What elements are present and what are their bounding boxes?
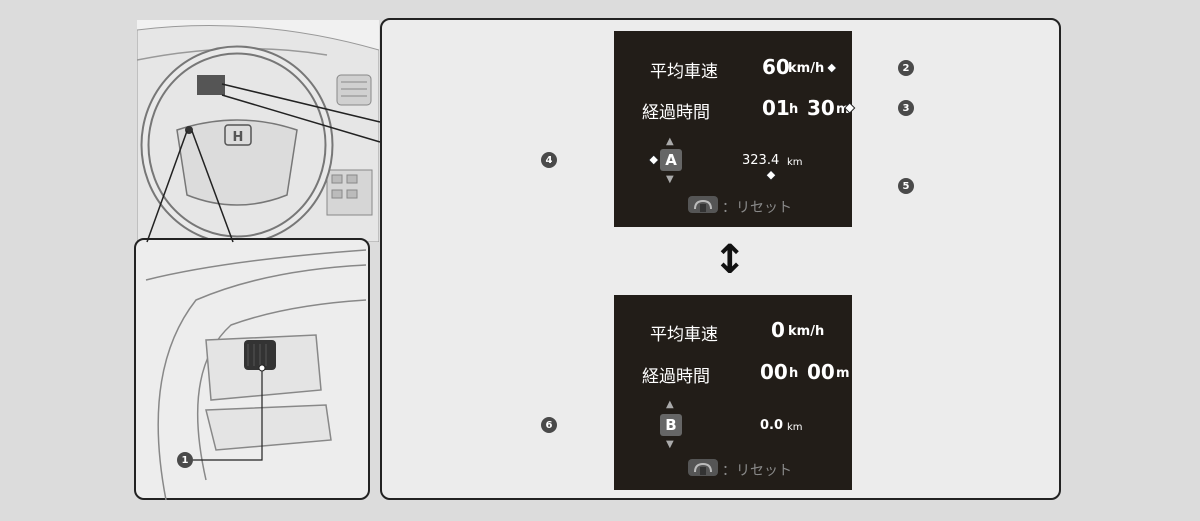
distance-value: 323.4: [742, 153, 780, 168]
avg-speed-label: 平均車速: [650, 62, 718, 82]
reset-label: ：リセット: [722, 463, 792, 479]
trip-down-arrow-icon: ▼: [666, 174, 674, 185]
svg-text:H: H: [233, 130, 244, 145]
avg-speed-value: 60: [762, 55, 790, 79]
callout-1: 1: [177, 452, 193, 468]
callout-5: 5: [898, 178, 914, 194]
trip-screen-bottom: 平均車速 0 km/h 経過時間 00 h 00 m ▲ B ▼ 0.0 km …: [614, 295, 852, 490]
minutes-unit: m: [836, 102, 850, 117]
avg-speed-label: 平均車速: [650, 325, 718, 345]
distance-unit: km: [787, 422, 803, 433]
trip-down-arrow-icon: ▼: [666, 439, 674, 450]
callout-6: 6: [541, 417, 557, 433]
switch-detail-drawing: [145, 249, 367, 501]
hours-unit: h: [789, 102, 799, 117]
reset-label: ：リセット: [722, 200, 792, 216]
distance-value: 0.0: [760, 418, 784, 433]
avg-speed-unit: km/h: [788, 324, 825, 339]
avg-speed-value: 0: [771, 318, 785, 342]
elapsed-hours: 00: [760, 360, 788, 384]
elapsed-time-label: 経過時間: [642, 367, 710, 387]
elapsed-minutes: 00: [807, 360, 835, 384]
steering-wheel-drawing: H: [137, 25, 379, 242]
callout-2: 2: [898, 60, 914, 76]
reset-switch-icon: [688, 459, 718, 476]
hours-unit: h: [789, 366, 799, 381]
distance-unit: km: [787, 157, 803, 168]
trip-screen-top: 平均車速 60 km/h 経過時間 01 h 30 m ▲ A ▼ 323.4 …: [614, 31, 852, 227]
trip-selector: B: [660, 414, 682, 436]
trip-selector: A: [660, 149, 682, 171]
elapsed-minutes: 30: [807, 96, 835, 120]
callout-3: 3: [898, 100, 914, 116]
elapsed-hours: 01: [762, 96, 790, 120]
reset-switch-icon: [688, 196, 718, 213]
toggle-arrow-icon: ↕: [713, 237, 747, 283]
elapsed-time-label: 経過時間: [642, 103, 710, 123]
callout-4: 4: [541, 152, 557, 168]
minutes-unit: m: [836, 366, 850, 381]
switch-detail-panel: [134, 238, 370, 501]
interior-illustration: H: [137, 20, 379, 242]
trip-up-arrow-icon: ▲: [666, 136, 674, 147]
trip-up-arrow-icon: ▲: [666, 399, 674, 410]
avg-speed-unit: km/h: [788, 61, 825, 76]
